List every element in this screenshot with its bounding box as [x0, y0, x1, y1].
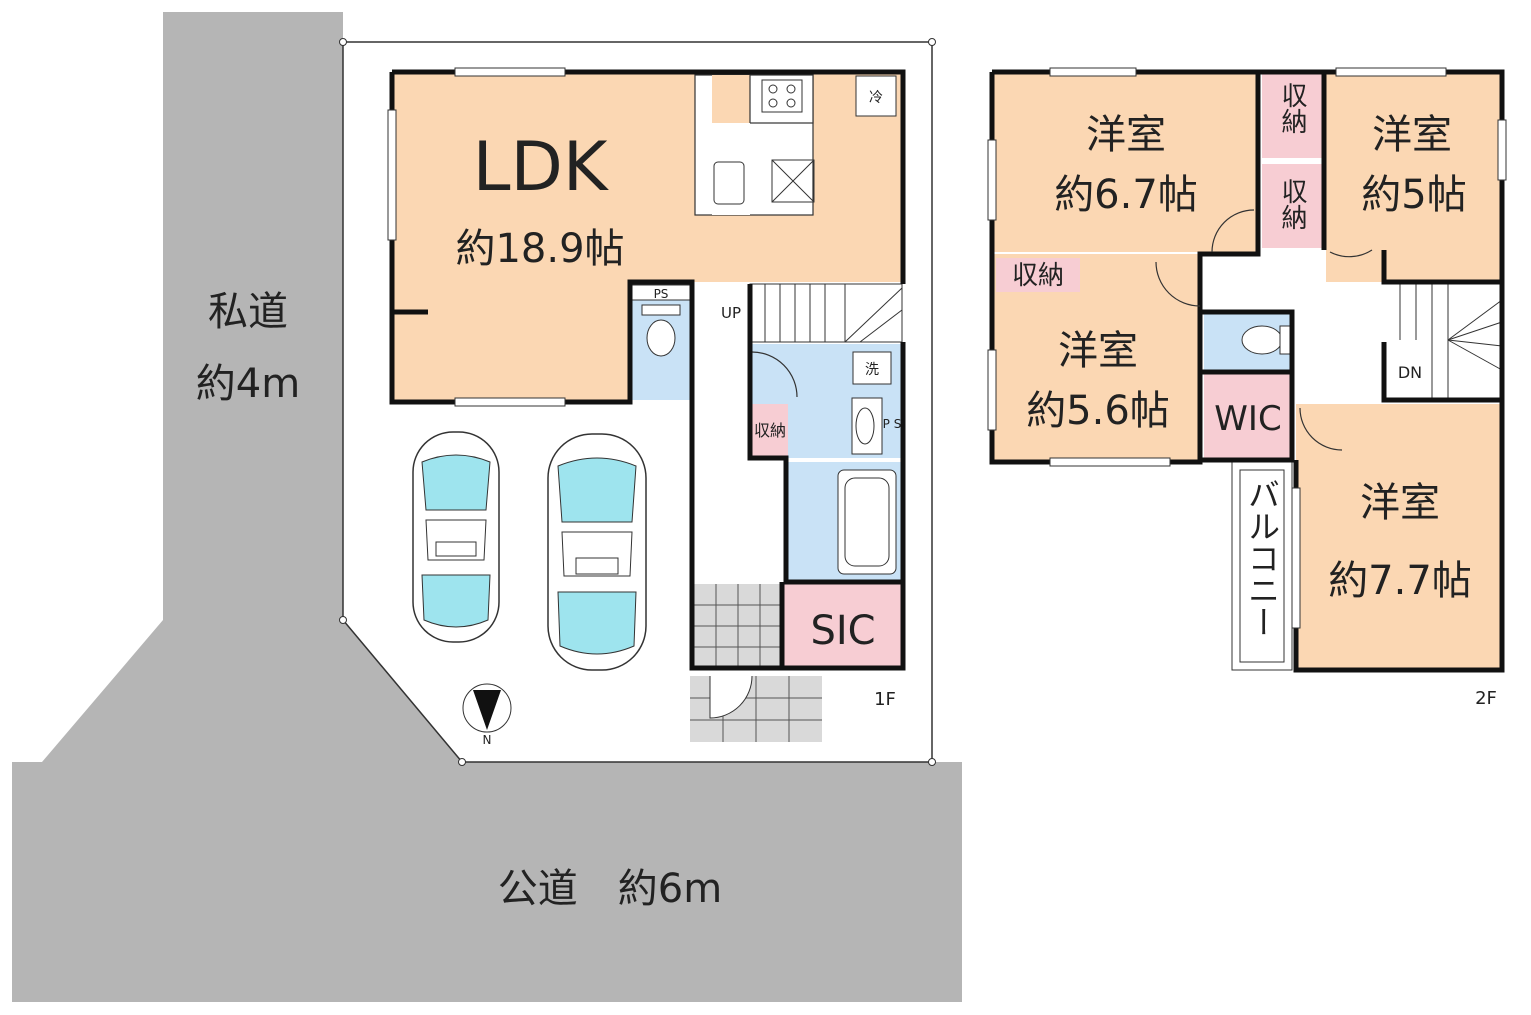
- floor1-label: 1F: [874, 689, 896, 710]
- storage-2f-c-text: 収納: [1012, 261, 1064, 291]
- room-a-name: 洋室: [1086, 112, 1166, 158]
- room-c-size: 約5.6帖: [1026, 388, 1170, 434]
- storage-2f-b-text: 収納: [1277, 178, 1307, 230]
- washer-icon: [852, 351, 892, 385]
- balcony-label: バルコニー: [1243, 478, 1281, 638]
- ps-label-1f: PS: [654, 287, 669, 301]
- room-d-size: 約7.7帖: [1328, 558, 1472, 604]
- sic-label: SIC: [810, 608, 875, 654]
- bathtub-icon: [837, 469, 897, 575]
- storage-2f-a: [1262, 74, 1322, 158]
- wic-label: WIC: [1214, 399, 1281, 439]
- stair-up-label: UP: [721, 304, 741, 322]
- fridge-label: 冷: [869, 90, 883, 106]
- wic-room: [1204, 374, 1292, 460]
- toilet-2f-icon: [1241, 325, 1283, 355]
- compass-label: N: [483, 733, 492, 747]
- stair-dn-label: DN: [1398, 363, 1422, 382]
- room-b: [1326, 72, 1502, 282]
- private-road-width: 約4m: [196, 361, 300, 407]
- storage-2f-a-text: 収納: [1277, 82, 1307, 134]
- storage-2f-c: [996, 258, 1080, 292]
- compass-icon: N: [462, 683, 512, 747]
- room-b-name: 洋室: [1372, 112, 1452, 158]
- storage-1f-label: 収納: [754, 421, 786, 440]
- ldk-size: 約18.9帖: [455, 226, 624, 272]
- room-a-size: 約6.7帖: [1054, 172, 1198, 218]
- car-icon-1: [412, 431, 500, 643]
- sink-icon: [713, 161, 745, 205]
- washer-label: 洗: [865, 362, 879, 378]
- stove-icon: [761, 79, 803, 113]
- ps-label-washroom: P S: [883, 417, 902, 431]
- floor2-label: 2F: [1475, 688, 1497, 709]
- storage-2f-b: [1262, 164, 1322, 248]
- toilet-icon: [646, 319, 676, 357]
- room-d-name: 洋室: [1360, 480, 1440, 526]
- public-road-label: 公道 約6m: [498, 866, 722, 912]
- private-road-name: 私道: [208, 289, 288, 335]
- sic-room: [784, 584, 902, 668]
- ldk-room: [392, 72, 903, 282]
- room-a: [992, 72, 1258, 252]
- private-road: [12, 12, 962, 1002]
- ldk-name: LDK: [473, 128, 610, 207]
- range-hood-icon: [771, 159, 815, 203]
- storage-1f: [752, 404, 788, 458]
- room-d: [1296, 404, 1502, 670]
- room-c-name: 洋室: [1058, 328, 1138, 374]
- room-b-size: 約5帖: [1361, 172, 1466, 218]
- fridge-icon: [855, 75, 897, 117]
- car-icon-2: [547, 433, 647, 671]
